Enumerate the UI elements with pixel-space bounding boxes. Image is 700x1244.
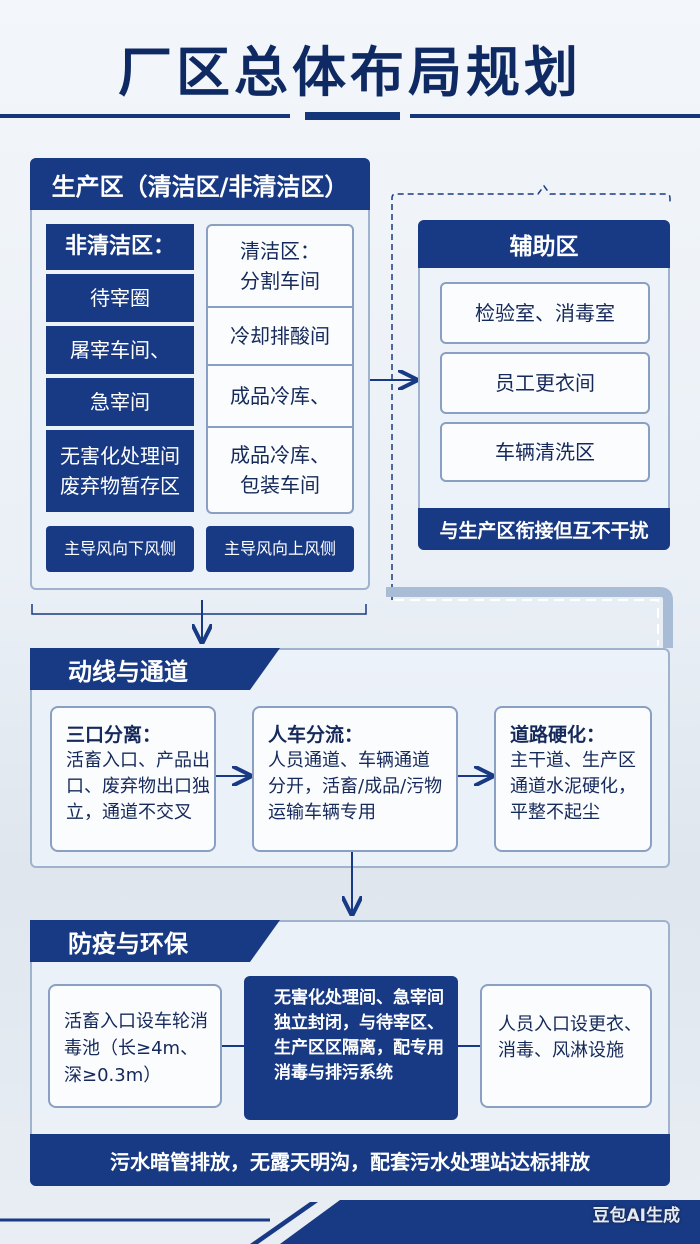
unclean-item: 无害化处理间 废弃物暂存区	[46, 430, 194, 512]
title-rule-right	[410, 114, 700, 118]
flow-card-title: 三口分离：	[66, 724, 162, 746]
unclean-item: 急宰间	[46, 378, 194, 426]
flow-card-people-vehicles: 人车分流： 人员通道、车辆通道分开，活畜/成品/污物运输车辆专用	[252, 706, 458, 852]
epidemic-section-header: 防疫与环保	[30, 920, 280, 962]
unclean-item: 待宰圈	[46, 274, 194, 322]
unclean-wind-label: 主导风向下风侧	[46, 526, 194, 572]
epidemic-connectors	[222, 1045, 480, 1047]
clean-item: 成品冷库、	[206, 366, 354, 428]
flow-card-title: 人车分流：	[268, 724, 364, 746]
flow-section-header: 动线与通道	[30, 648, 280, 690]
watermark: 豆包AI生成	[592, 1206, 680, 1226]
flow-card-road-hardening: 道路硬化： 主干道、生产区通道水泥硬化，平整不起尘	[494, 706, 652, 852]
clean-wind-label: 主导风向上风侧	[206, 526, 354, 572]
auxiliary-footer: 与生产区衔接但互不干扰	[418, 508, 670, 550]
epidemic-card-personnel-entry: 人员入口设更衣、消毒、风淋设施	[480, 984, 652, 1108]
clean-zone-title: 清洁区： 分割车间	[206, 224, 354, 308]
bottom-decoration	[0, 1200, 700, 1244]
flow-card-three-exits: 三口分离： 活畜入口、产品出口、废弃物出口独立，通道不交叉	[50, 706, 216, 852]
flow-card-title: 道路硬化：	[510, 724, 606, 746]
unclean-zone-title: 非清洁区：	[46, 224, 194, 270]
flow-card-body: 主干道、生产区通道水泥硬化，平整不起尘	[510, 750, 636, 823]
flow-connectors	[216, 0, 700, 920]
title-rule-center	[305, 112, 400, 120]
clean-item: 冷却排酸间	[206, 308, 354, 366]
flow-card-body: 活畜入口、产品出口、废弃物出口独立，通道不交叉	[66, 750, 210, 823]
top-connectors	[31, 184, 673, 648]
unclean-item: 屠宰车间、	[46, 326, 194, 374]
page-title: 厂区总体布局规划	[118, 41, 582, 104]
epidemic-card-isolation: 无害化处理间、急宰间独立封闭，与待宰区、生产区区隔离，配专用消毒与排污系统	[244, 976, 458, 1120]
auxiliary-item: 检验室、消毒室	[440, 282, 650, 344]
flow-card-body: 人员通道、车辆通道分开，活畜/成品/污物运输车辆专用	[268, 750, 443, 823]
auxiliary-item: 员工更衣间	[440, 352, 650, 414]
auxiliary-zone-header: 辅助区	[418, 220, 670, 268]
title-rule-left	[0, 114, 290, 118]
clean-item: 成品冷库、 包装车间	[206, 428, 354, 514]
epidemic-footer: 污水暗管排放，无露天明沟，配套污水处理站达标排放	[30, 1134, 670, 1186]
auxiliary-item: 车辆清洗区	[440, 422, 650, 482]
production-zone-header: 生产区（清洁区/非清洁区）	[30, 158, 370, 210]
epidemic-card-disinfection-pool: 活畜入口设车轮消毒池（长≥4m、深≥0.3m）	[48, 984, 222, 1108]
